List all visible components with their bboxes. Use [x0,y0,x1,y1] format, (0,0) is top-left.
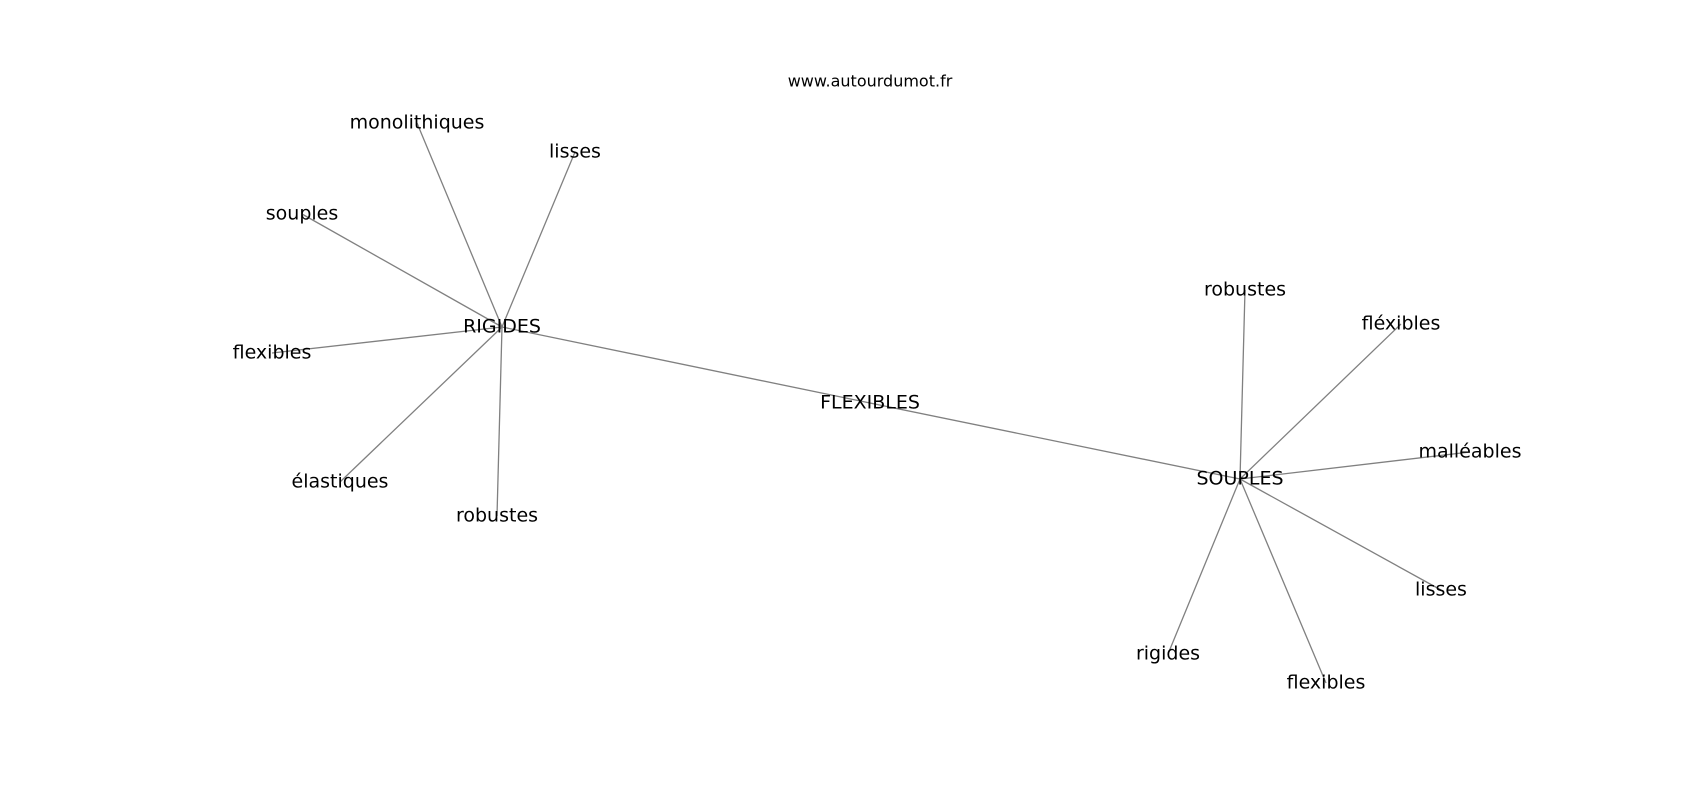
edge-souples_hub-s_flexibles [1239,478,1327,684]
leaf-node-label: souples [266,203,339,225]
edge-rigides_hub-r_souples [301,213,503,328]
leaf-node-label: flexibles [233,342,312,364]
leaf-node-label: robustes [456,505,538,527]
leaf-node-label: malléables [1419,441,1522,463]
edge-rigides_hub-r_flexibles [271,326,503,354]
hub-node-label: SOUPLES [1196,468,1283,490]
leaf-node-label: lisses [549,141,601,163]
edge-souples_hub-s_malleables [1239,451,1471,480]
edge-rigides_hub-r_monolithiques [416,122,503,328]
edge-rigides_hub-r_robustes [496,326,503,517]
edge-rigides_hub-r_lisses [501,151,576,328]
leaf-node-label: lisses [1415,579,1467,601]
leaf-node-label: fléxibles [1362,313,1441,335]
labels-layer: FLEXIBLES RIGIDES monolithiques lisses soupl… [233,112,1522,694]
leaf-node-label: élastiques [292,471,389,493]
hub-node-label: RIGIDES [463,316,541,338]
leaf-node-label: monolithiques [350,112,485,134]
edge-souples_hub-s_rigides [1167,478,1241,655]
edge-rigides_hub-r_elastiques [339,326,503,483]
edge-center-souples_hub [869,402,1241,480]
edge-souples_hub-s_lisses [1239,478,1442,591]
leaf-node-label: flexibles [1287,672,1366,694]
edge-souples_hub-s_robustes [1239,289,1246,480]
leaf-node-label: rigides [1136,643,1200,665]
source-watermark: www.autourdumot.fr [788,72,953,91]
edge-souples_hub-s_flexibles_accent [1239,323,1402,480]
center-node-label: FLEXIBLES [820,392,920,414]
edges-layer [271,122,1471,684]
leaf-node-label: robustes [1204,279,1286,301]
edge-center-rigides_hub [501,326,871,404]
